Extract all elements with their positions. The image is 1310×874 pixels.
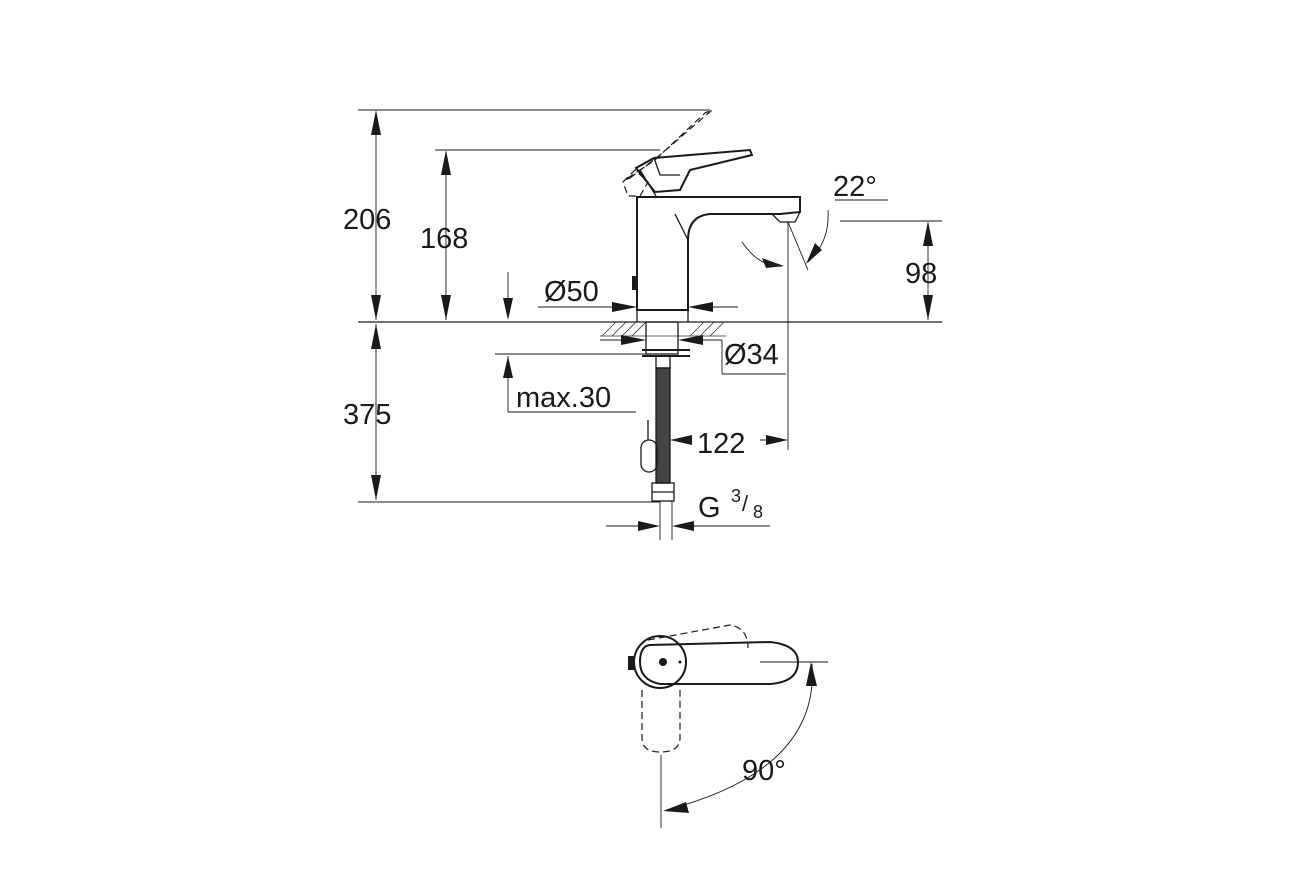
label-122: 122 [697, 428, 745, 460]
dim-98 [923, 221, 933, 320]
side-knob [628, 656, 635, 670]
indicator-dot [659, 658, 667, 666]
deck-ref-arrow [503, 272, 513, 320]
dim-thread [606, 521, 770, 531]
arc-arrow-bottom [663, 802, 689, 813]
side-view: 206 168 375 [343, 109, 942, 540]
label-thread-numerator: 3 [731, 486, 741, 506]
lever-top [638, 640, 800, 685]
label-thread-slash: / [742, 491, 749, 516]
label-thread-denominator: 8 [753, 502, 763, 522]
dim-122 [670, 435, 788, 445]
label-206: 206 [343, 204, 391, 236]
indicator-dot-small [678, 660, 682, 664]
label-thread-g: G [698, 492, 721, 524]
dim-168 [441, 150, 451, 320]
deck-hatching [600, 321, 726, 337]
dim-206 [371, 110, 381, 500]
label-diameter-50: Ø50 [544, 276, 599, 308]
label-max-30: max.30 [516, 382, 611, 414]
label-diameter-34: Ø34 [724, 339, 779, 371]
label-98: 98 [905, 258, 937, 290]
dim-diameter-34 [600, 335, 786, 375]
dim-diameter-50 [538, 302, 738, 312]
shank [642, 321, 690, 369]
lever-rotated-down-dashed [641, 690, 681, 753]
supply-hose [651, 367, 675, 540]
label-90deg: 90° [742, 755, 786, 787]
label-168: 168 [420, 223, 468, 255]
faucet-body [632, 196, 801, 322]
arc-arrow-top [806, 662, 817, 686]
lever-raised-top-dashed [647, 624, 749, 649]
lever-raised-dashed [622, 109, 713, 197]
top-view: 90° [628, 624, 828, 828]
label-22deg: 22° [833, 171, 877, 203]
lever [634, 148, 754, 197]
label-375: 375 [343, 399, 391, 431]
arc-90 [665, 663, 813, 811]
pop-up-rod [640, 420, 658, 473]
dim-angle-22 [741, 199, 888, 271]
dim-max-30 [495, 353, 646, 413]
